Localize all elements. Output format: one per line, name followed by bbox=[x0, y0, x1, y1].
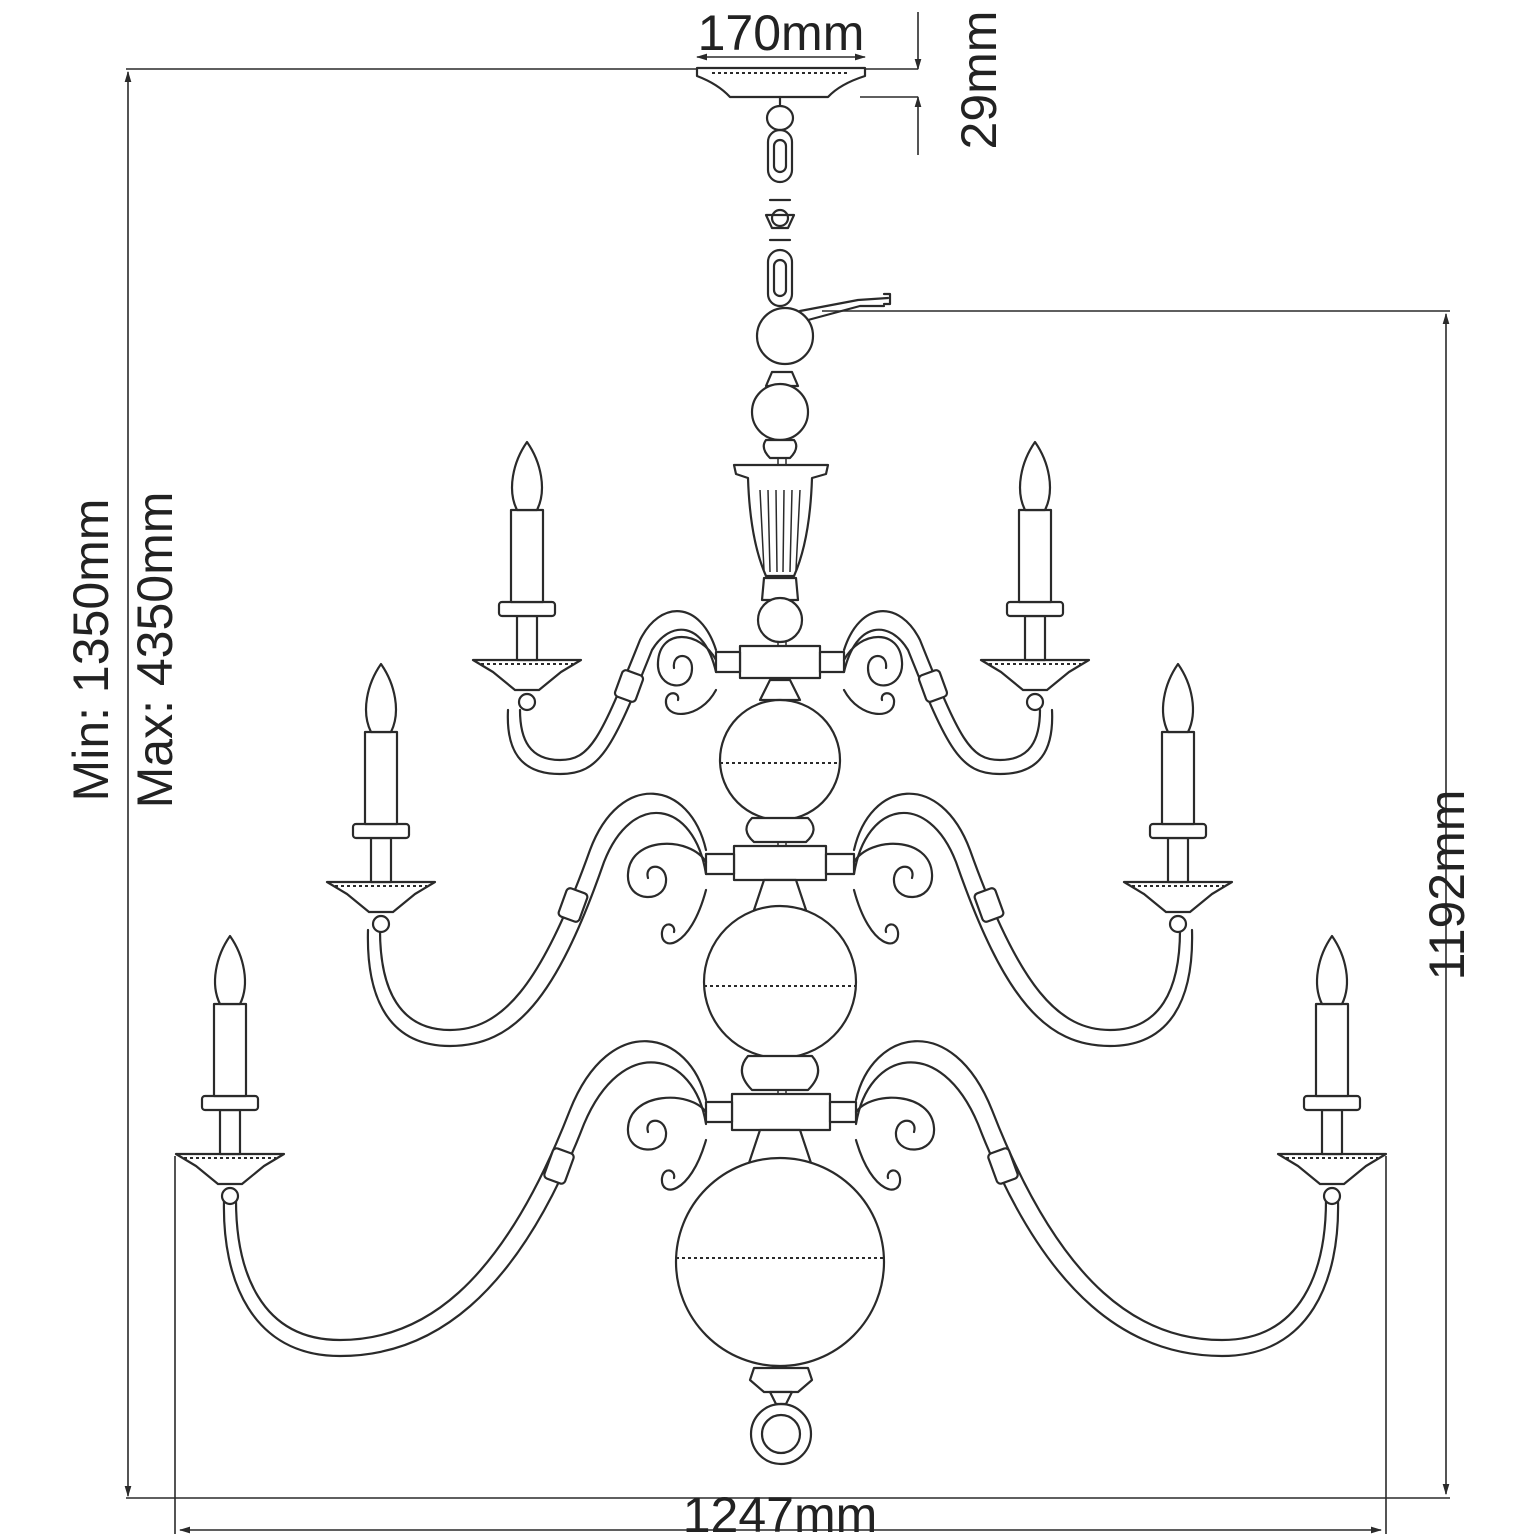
candle-holder-tier2-left bbox=[325, 662, 437, 934]
height-max-label: Max: 4350mm bbox=[127, 492, 183, 809]
decorative-scrolls bbox=[626, 636, 936, 1191]
candle-holder-tier2-right bbox=[1122, 662, 1234, 934]
height-min-label: Min: 1350mm bbox=[63, 499, 119, 802]
canopy-height-label: 29mm bbox=[951, 11, 1007, 150]
candle-holder-tier3-left bbox=[174, 934, 286, 1206]
chain bbox=[755, 104, 892, 366]
body-height-label: 1192mm bbox=[1419, 790, 1475, 981]
candle-holder-tier3-right bbox=[1276, 934, 1388, 1206]
candle-arms bbox=[222, 610, 1340, 1358]
central-column bbox=[674, 370, 886, 1466]
overall-width-label: 1247mm bbox=[683, 1487, 878, 1540]
canopy-width-label: 170mm bbox=[698, 5, 865, 61]
candle-holder-tier1-right bbox=[979, 440, 1091, 712]
dimension-lines bbox=[124, 12, 1450, 1534]
candle-holder-tier1-left bbox=[471, 440, 583, 712]
ceiling-canopy bbox=[695, 66, 867, 107]
